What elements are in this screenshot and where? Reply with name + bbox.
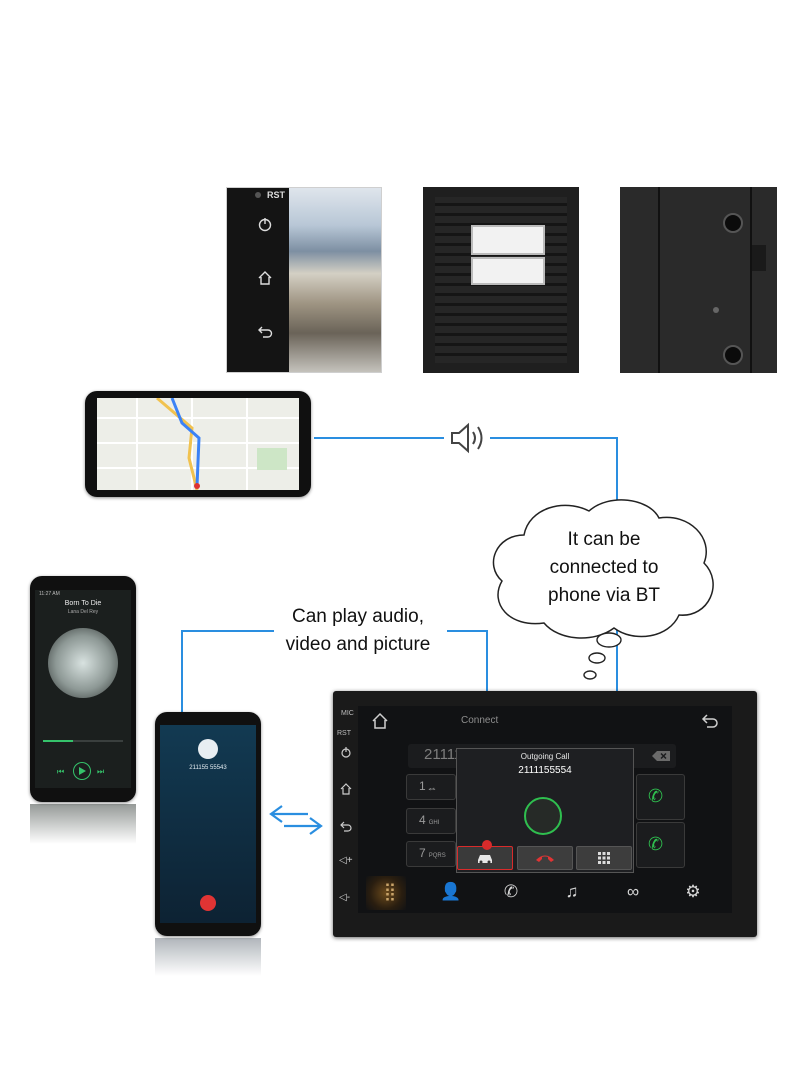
dialpad-icon[interactable]: ⣿ (383, 882, 397, 901)
phone-icon: ✆ (648, 786, 664, 806)
home-icon[interactable] (371, 712, 389, 730)
phone-reflection (155, 938, 261, 976)
screw-dot (713, 307, 719, 313)
media-caption: Can play audio, video and picture (285, 606, 431, 655)
bracket-tab (752, 245, 766, 271)
music-icon[interactable]: ♫ (565, 882, 579, 901)
dial-key-digit: 4 (419, 813, 426, 827)
side-mount-photo (620, 187, 777, 373)
back-icon (258, 326, 273, 338)
rst-label: RST (337, 730, 351, 737)
phone-reflection (30, 804, 136, 844)
call-log-icon[interactable]: ✆ (503, 882, 519, 901)
volume-up-icon[interactable]: ◁+ (339, 855, 353, 866)
back-icon[interactable] (701, 712, 719, 730)
call-status-ring (524, 797, 562, 835)
album-art (48, 628, 118, 698)
home-icon (258, 271, 272, 285)
link-icon[interactable]: ∞ (626, 882, 640, 901)
previous-icon[interactable]: ⏮ (57, 767, 65, 776)
phone-icon: ✆ (648, 834, 664, 854)
audio-connector-line (314, 437, 444, 439)
dialog-title: Outgoing Call (520, 752, 570, 761)
hangup-button[interactable] (517, 846, 573, 870)
dial-key-letters: PQRS (428, 853, 446, 859)
power-icon[interactable] (340, 746, 352, 758)
map-screen (97, 398, 299, 490)
call-screen: 211155 55543 (160, 725, 256, 923)
dial-key-digit: 1 (419, 779, 426, 793)
call-key-2[interactable] (636, 822, 685, 868)
keypad-toggle-button[interactable] (576, 846, 632, 870)
volume-down-icon[interactable]: ◁- (339, 892, 351, 903)
next-icon[interactable]: ⏭ (97, 767, 105, 776)
car-audio-button[interactable] (457, 846, 513, 870)
dial-key-letters: GHI (428, 820, 440, 826)
media-connector-dot (482, 840, 492, 850)
edge-line (750, 187, 752, 373)
bidirectional-arrow-icon (269, 805, 323, 835)
side-button-strip (227, 188, 289, 372)
home-icon[interactable] (340, 783, 352, 795)
buttons-panel-photo: RST (226, 187, 382, 373)
mount-hole (723, 213, 743, 233)
header-title: Connect (461, 715, 499, 726)
rst-hole (255, 192, 261, 198)
mount-hole (723, 345, 743, 365)
progress-fill (43, 740, 73, 742)
connector-lower (471, 257, 545, 285)
map-phone (85, 391, 311, 497)
speaker-icon (451, 422, 483, 454)
contacts-icon[interactable]: 👤 (440, 882, 462, 901)
edge-line (658, 187, 660, 373)
play-button[interactable] (73, 762, 91, 780)
call-phone: 211155 55543 (155, 712, 261, 936)
audio-connector-line (490, 437, 618, 439)
road-scene-image (289, 188, 381, 372)
caller-number: 211155 55543 (189, 765, 227, 771)
hangup-button[interactable] (200, 895, 216, 911)
bt-bubble-text: It can be connected to phone via BT (548, 529, 660, 606)
map-image (97, 398, 299, 490)
rear-connectors-photo (423, 187, 579, 373)
media-connector-line (181, 630, 274, 632)
dial-key-letters: ﻪﻣ (428, 786, 436, 792)
grid-icon (598, 852, 610, 864)
mic-label: MIC (341, 710, 354, 717)
active-tab-highlight (366, 876, 406, 910)
status-time: 11:27 AM (39, 591, 60, 597)
hangup-icon (536, 855, 554, 862)
car-icon (478, 855, 492, 864)
backspace-icon[interactable] (651, 750, 671, 762)
song-title: Born To Die (64, 600, 102, 607)
thought-bubble (492, 499, 714, 680)
artist-name: Lana Del Rey (67, 609, 99, 615)
caller-avatar (198, 739, 218, 759)
play-icon (79, 767, 86, 775)
media-connector-line (447, 630, 487, 632)
call-key[interactable] (636, 774, 685, 820)
power-icon (258, 218, 272, 232)
dialog-number: 2111155554 (518, 765, 572, 776)
progress-track (43, 740, 123, 742)
music-screen: 11:27 AM Born To Die Lana Del Rey ⏮ ⏭ (35, 590, 131, 788)
back-icon[interactable] (340, 820, 352, 832)
rst-label: RST (267, 190, 285, 200)
connector-upper (471, 225, 545, 255)
music-phone: 11:27 AM Born To Die Lana Del Rey ⏮ ⏭ (30, 576, 136, 802)
settings-icon[interactable]: ⚙ (685, 882, 701, 901)
dial-key-digit: 7 (419, 846, 426, 860)
